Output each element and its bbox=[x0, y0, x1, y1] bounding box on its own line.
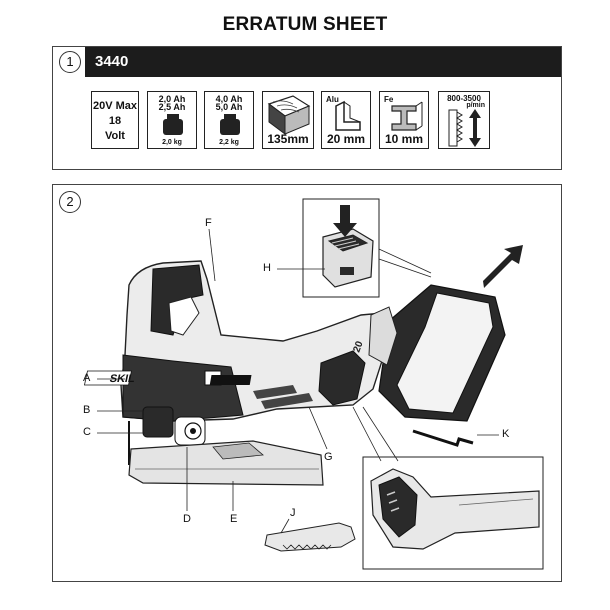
spec-stroke-speed: 800-3500 p/min bbox=[438, 91, 490, 149]
voltage-line-2: 18 bbox=[108, 115, 122, 127]
spec-battery-4ah: 4,0 Ah 5,0 Ah 2,2 kg bbox=[204, 91, 254, 149]
remove-arrow-icon bbox=[483, 245, 523, 288]
callout-g: G bbox=[324, 451, 333, 463]
steel-label: Fe bbox=[384, 95, 394, 104]
speed-unit: p/min bbox=[466, 102, 485, 109]
alu-label: Alu bbox=[326, 95, 339, 104]
battery-4ah-weight: 2,2 kg bbox=[219, 139, 239, 146]
alu-capacity: 20 mm bbox=[326, 132, 366, 146]
battery-release-inset bbox=[302, 198, 432, 298]
spec-steel: Fe 10 mm bbox=[379, 91, 429, 149]
jigsaw-body: SKIL 20 bbox=[84, 260, 398, 486]
model-number-bar: 3440 bbox=[85, 47, 561, 77]
spec-panel: 1 3440 20V Max 18 Volt 2,0 Ah 2,5 Ah 2,0… bbox=[52, 46, 562, 170]
panel-number: 2 bbox=[59, 191, 81, 213]
spec-aluminium: Alu 20 mm bbox=[321, 91, 371, 149]
battery-2ah-line-2: 2,5 Ah bbox=[158, 102, 186, 112]
battery-4ah-line-1: 4,0 Ah bbox=[215, 94, 243, 104]
jigsaw-illustration: SKIL 20 bbox=[84, 198, 544, 570]
callout-k: K bbox=[502, 428, 510, 440]
svg-text:20: 20 bbox=[351, 339, 365, 354]
voltage-line-1: 20V Max bbox=[92, 100, 138, 112]
callout-b: B bbox=[83, 404, 91, 416]
alu-profile-icon bbox=[335, 100, 361, 131]
spec-battery-2ah: 2,0 Ah 2,5 Ah 2,0 kg bbox=[147, 91, 197, 149]
callout-j: J bbox=[290, 507, 296, 519]
callout-a: A bbox=[83, 372, 91, 384]
battery-2ah-weight: 2,0 kg bbox=[162, 139, 182, 146]
steel-beam-icon bbox=[391, 101, 423, 131]
battery-2ah-line-1: 2,0 Ah bbox=[158, 94, 186, 104]
steel-capacity: 10 mm bbox=[384, 132, 424, 146]
stroke-speed-icon bbox=[448, 109, 481, 147]
blade-clamp-inset bbox=[352, 406, 544, 570]
callout-h: H bbox=[263, 262, 271, 274]
illustration-panel: 2 bbox=[52, 184, 562, 582]
callout-f: F bbox=[205, 217, 212, 229]
allen-key bbox=[412, 429, 474, 447]
wood-capacity: 135mm bbox=[267, 132, 309, 146]
callout-d: D bbox=[183, 513, 191, 525]
page-title: ERRATUM SHEET bbox=[222, 14, 388, 35]
spec-wood: 135mm bbox=[262, 91, 314, 149]
battery-pack bbox=[378, 284, 506, 422]
speed-range: 800-3500 bbox=[447, 94, 481, 103]
wood-icon bbox=[267, 95, 311, 135]
callout-c: C bbox=[83, 426, 91, 438]
weight-icon bbox=[220, 114, 240, 135]
spec-voltage: 20V Max 18 Volt bbox=[91, 91, 139, 149]
weight-icon bbox=[163, 114, 183, 135]
saw-blade bbox=[264, 522, 356, 552]
callout-e: E bbox=[230, 513, 238, 525]
callout-lines bbox=[97, 228, 499, 534]
voltage-line-3: Volt bbox=[105, 130, 125, 142]
battery-4ah-line-2: 5,0 Ah bbox=[215, 102, 243, 112]
panel-number: 1 bbox=[59, 51, 81, 73]
